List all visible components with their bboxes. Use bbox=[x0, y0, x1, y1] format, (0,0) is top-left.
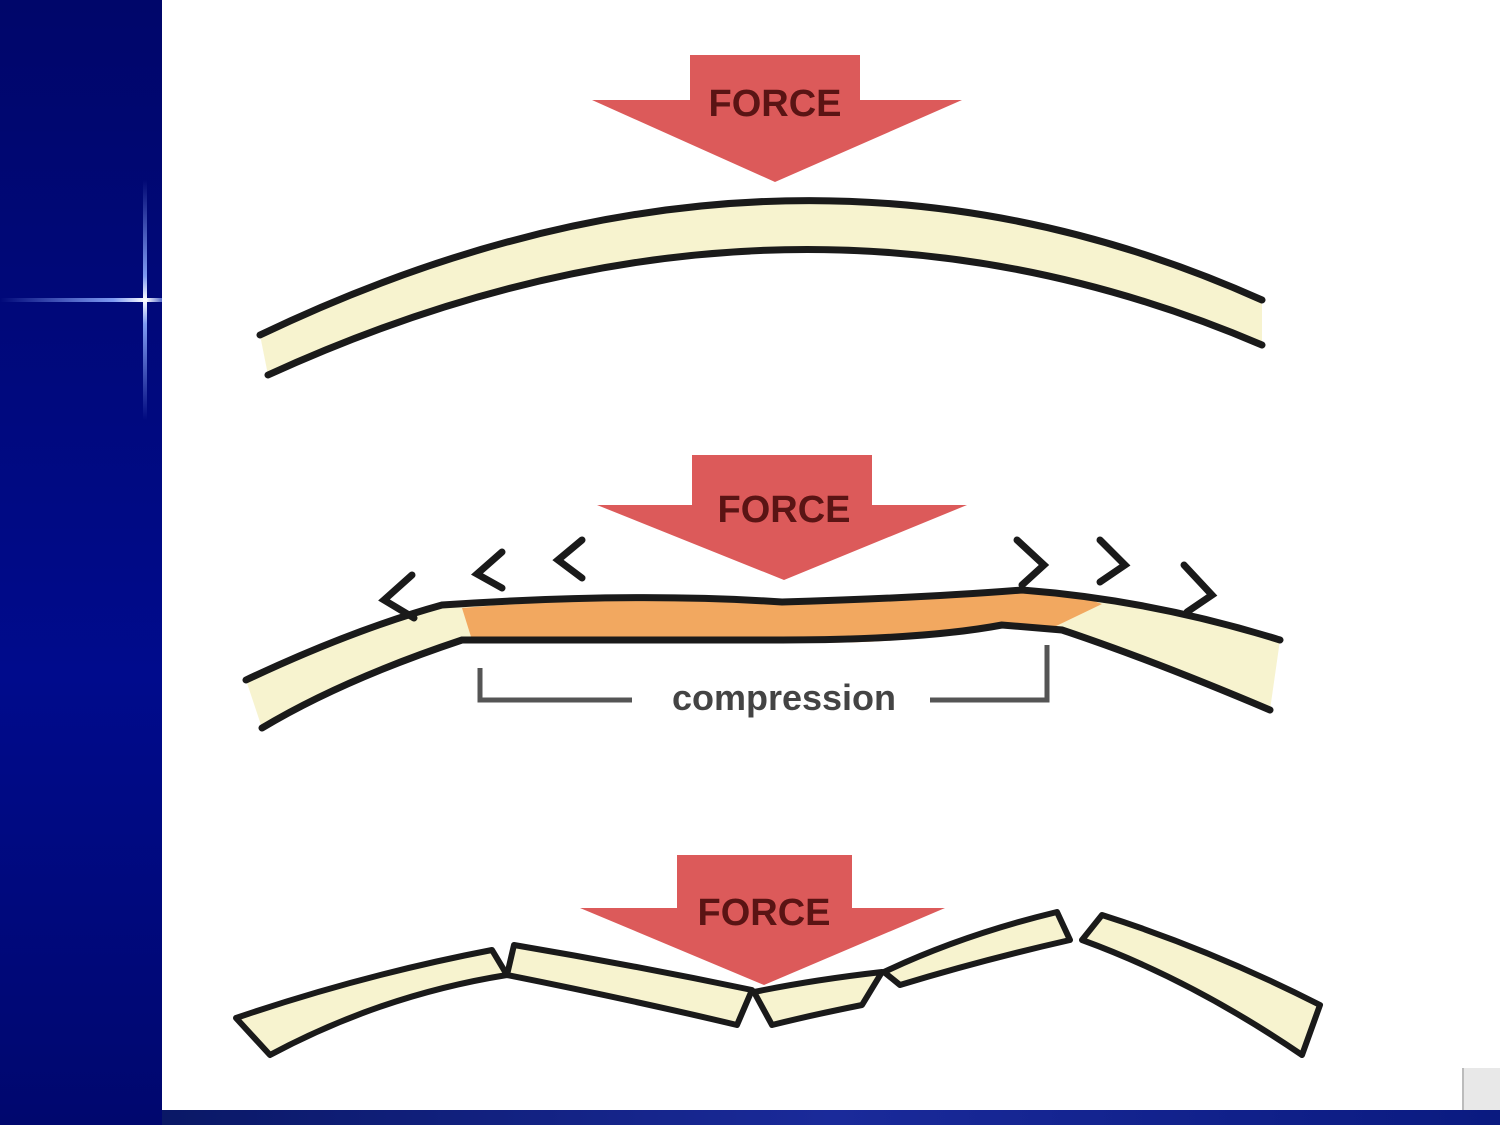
force-label-3: FORCE bbox=[698, 892, 831, 934]
compression-zone bbox=[462, 590, 1102, 643]
slide-bottom-band bbox=[162, 1110, 1500, 1125]
bone-compressed-inner-edge bbox=[258, 621, 1274, 732]
bone-fragment-1 bbox=[233, 947, 510, 1058]
compression-bracket bbox=[477, 645, 1050, 703]
force-arrow-3 bbox=[580, 855, 945, 985]
skull-fracture-diagram: FORCE FORCE bbox=[162, 0, 1500, 1110]
bone-fragment-5 bbox=[1079, 912, 1323, 1058]
star-flare-vertical bbox=[143, 180, 147, 420]
bone-intact bbox=[260, 200, 1262, 375]
force-label-1: FORCE bbox=[709, 83, 842, 125]
slide-nav-icon[interactable] bbox=[1462, 1068, 1500, 1110]
force-arrow-1 bbox=[592, 55, 962, 182]
tension-mark-right-2 bbox=[1096, 536, 1131, 586]
bone-compressed-outer-edge bbox=[242, 586, 1284, 684]
tension-mark-right-3 bbox=[1180, 561, 1218, 616]
panel-fracture: FORCE bbox=[233, 855, 1323, 1058]
compression-label: compression bbox=[672, 677, 896, 718]
bone-intact-outer-edge bbox=[256, 197, 1266, 339]
slide-sidebar bbox=[0, 0, 162, 1125]
panel-intact: FORCE bbox=[256, 55, 1266, 379]
bone-intact-inner-edge bbox=[264, 246, 1266, 379]
bone-fragment-4 bbox=[881, 909, 1073, 988]
panel-compression: FORCE compression bbox=[242, 455, 1284, 732]
tension-mark-left-1 bbox=[378, 571, 418, 622]
tension-mark-left-2 bbox=[470, 548, 506, 592]
bone-fragment-2 bbox=[504, 942, 755, 1028]
star-flare-horizontal bbox=[0, 298, 162, 302]
tension-mark-right-1 bbox=[1013, 536, 1050, 589]
force-label-2: FORCE bbox=[718, 489, 851, 531]
force-arrow-2 bbox=[597, 455, 967, 580]
diagram-svg: FORCE FORCE bbox=[233, 55, 1323, 1058]
tension-mark-left-3 bbox=[552, 536, 586, 582]
